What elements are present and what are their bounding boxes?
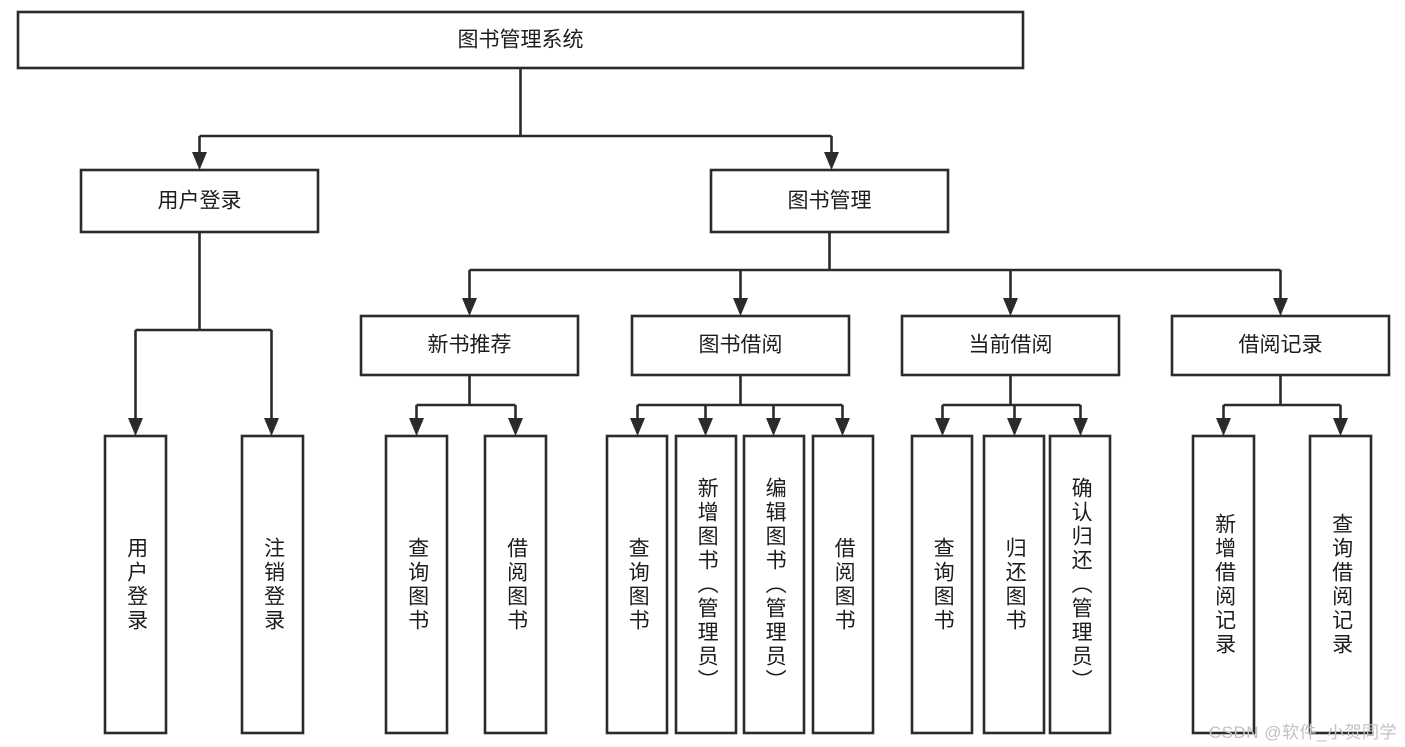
node-current-borrow[interactable]: 当前借阅 bbox=[900, 314, 1121, 377]
leaf-box-add-book[interactable] bbox=[674, 434, 738, 735]
book-management-label: 图书管理 bbox=[788, 190, 872, 213]
arrow-to-book-borrow bbox=[733, 298, 748, 316]
arrow-to-leaf-return-book bbox=[1007, 418, 1022, 436]
connector-recommend-to-leaves bbox=[415, 375, 517, 418]
leaf-box-return-book[interactable] bbox=[982, 434, 1046, 735]
connector-layer bbox=[128, 68, 1348, 436]
leaf-box-query-book-3[interactable] bbox=[910, 434, 974, 735]
leaf-box-borrow-book-2[interactable] bbox=[811, 434, 875, 735]
new-book-recommend-box[interactable] bbox=[359, 314, 580, 377]
arrow-to-leaf-borrow-book-2 bbox=[835, 418, 850, 436]
borrow-record-label: 借阅记录 bbox=[1239, 334, 1323, 357]
leaf-box-query-book-1[interactable] bbox=[384, 434, 449, 735]
node-user-login[interactable]: 用户登录 bbox=[79, 168, 320, 234]
leaf-box-borrow-book-1[interactable] bbox=[483, 434, 548, 735]
arrow-to-leaf-query-book-3 bbox=[935, 418, 950, 436]
new-book-recommend-label: 新书推荐 bbox=[428, 334, 512, 357]
leaf-box-logout[interactable] bbox=[240, 434, 305, 735]
arrow-to-leaf-query-record bbox=[1333, 418, 1348, 436]
leaf-box-query-record[interactable] bbox=[1308, 434, 1373, 735]
leaf-box-edit-book[interactable] bbox=[742, 434, 806, 735]
arrow-to-leaf-borrow-book-1 bbox=[508, 418, 523, 436]
arrow-to-user-login bbox=[192, 152, 207, 170]
connector-borrowrecord-to-leaves bbox=[1222, 375, 1342, 418]
arrow-to-book-management bbox=[824, 152, 839, 170]
root-box[interactable] bbox=[16, 10, 1025, 70]
node-book-borrow[interactable]: 图书借阅 bbox=[630, 314, 851, 377]
leaf-box-user-login[interactable] bbox=[103, 434, 168, 735]
arrow-to-leaf-user-login bbox=[128, 418, 143, 436]
root-label: 图书管理系统 bbox=[458, 29, 584, 52]
arrow-to-leaf-add-book bbox=[698, 418, 713, 436]
arrow-to-current-borrow bbox=[1003, 298, 1018, 316]
leaf-box-confirm-return[interactable] bbox=[1048, 434, 1112, 735]
node-root-system[interactable]: 图书管理系统 bbox=[16, 10, 1025, 70]
arrow-to-leaf-logout bbox=[264, 418, 279, 436]
connector-bookmgmt-to-level3 bbox=[468, 232, 1282, 298]
book-borrow-label: 图书借阅 bbox=[699, 334, 783, 357]
connector-currentborrow-to-leaves bbox=[941, 375, 1082, 418]
leaf-box-layer bbox=[103, 434, 1373, 735]
current-borrow-label: 当前借阅 bbox=[969, 334, 1053, 357]
leaf-box-add-record[interactable] bbox=[1191, 434, 1256, 735]
arrow-to-borrow-record bbox=[1273, 298, 1288, 316]
book-management-box[interactable] bbox=[709, 168, 950, 234]
node-borrow-record[interactable]: 借阅记录 bbox=[1170, 314, 1391, 377]
csdn-watermark: CSDN @软件_小贺同学 bbox=[1208, 723, 1397, 742]
node-new-book-recommend[interactable]: 新书推荐 bbox=[359, 314, 580, 377]
connector-userlogin-to-leaves bbox=[134, 232, 273, 418]
arrow-to-leaf-confirm-return bbox=[1073, 418, 1088, 436]
connector-root-to-level2 bbox=[198, 68, 833, 152]
current-borrow-box[interactable] bbox=[900, 314, 1121, 377]
user-login-box[interactable] bbox=[79, 168, 320, 234]
arrow-to-leaf-query-book-1 bbox=[409, 418, 424, 436]
arrow-to-new-book-recommend bbox=[462, 298, 477, 316]
book-borrow-box[interactable] bbox=[630, 314, 851, 377]
user-login-label: 用户登录 bbox=[158, 190, 242, 213]
arrow-to-leaf-edit-book bbox=[766, 418, 781, 436]
borrow-record-box[interactable] bbox=[1170, 314, 1391, 377]
arrow-to-leaf-add-record bbox=[1216, 418, 1231, 436]
connector-bookborrow-to-leaves bbox=[636, 375, 844, 418]
arrow-to-leaf-query-book-2 bbox=[630, 418, 645, 436]
node-book-management[interactable]: 图书管理 bbox=[709, 168, 950, 234]
leaf-box-query-book-2[interactable] bbox=[605, 434, 669, 735]
